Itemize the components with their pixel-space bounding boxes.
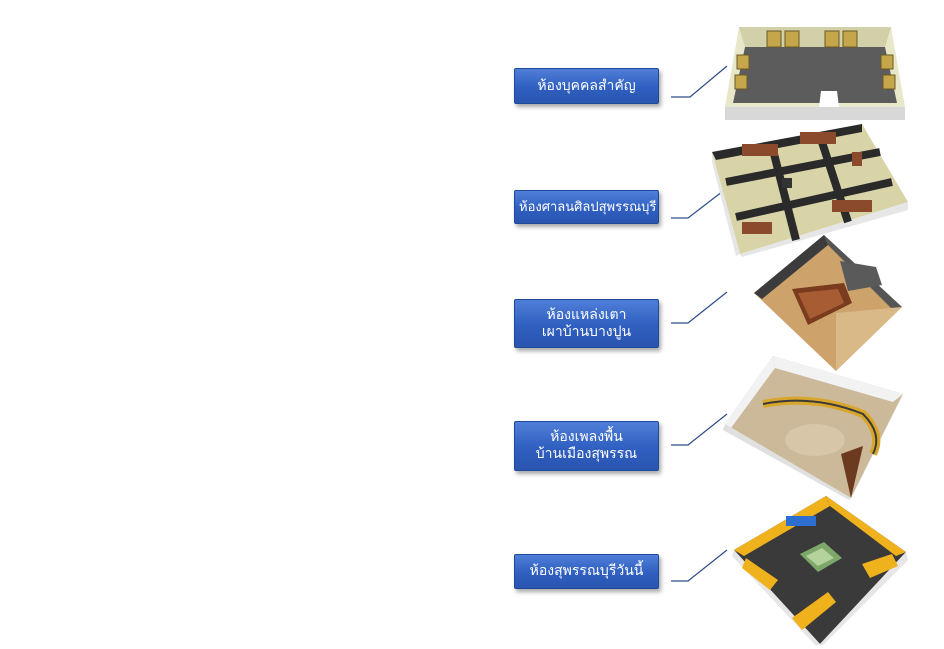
- room-label-today-line-1: ห้องสุพรรณบุรีวันนี้: [529, 563, 644, 579]
- connector-line-2: [671, 187, 728, 219]
- room-model-today: [732, 496, 908, 646]
- room-model-art-court: [712, 124, 908, 257]
- room-label-folk-song-line-2: บ้านเมืองสุพรรณ: [535, 446, 638, 462]
- room-label-kiln-line-1: ห้องแหล่งเตา: [546, 306, 627, 323]
- connector-line-3: [671, 291, 728, 324]
- room-model-folk-song: [723, 356, 903, 500]
- room-label-art-court: ห้องศาลนศิลปสุพรรณบุรี: [514, 190, 659, 224]
- connector-line-1: [671, 65, 728, 98]
- room-label-vip-line-1: ห้องบุคคลสำคัญ: [537, 77, 636, 94]
- room-label-kiln: ห้องแหล่งเตา เผาบ้านบางปูน: [514, 299, 659, 348]
- room-label-folk-song-line-1: ห้องเพลงพื้น: [550, 429, 623, 445]
- room-model-vip: [725, 27, 905, 120]
- connector-line-5: [671, 549, 728, 582]
- room-label-folk-song: ห้องเพลงพื้น บ้านเมืองสุพรรณ: [514, 421, 659, 471]
- room-model-kiln: [754, 235, 902, 371]
- connector-line-4: [671, 413, 728, 446]
- room-label-kiln-line-2: เผาบ้านบางปูน: [541, 323, 632, 340]
- room-label-art-court-line-1: ห้องศาลนศิลปสุพรรณบุรี: [519, 199, 657, 215]
- room-label-vip: ห้องบุคคลสำคัญ: [514, 68, 659, 104]
- room-label-today: ห้องสุพรรณบุรีวันนี้: [514, 554, 659, 589]
